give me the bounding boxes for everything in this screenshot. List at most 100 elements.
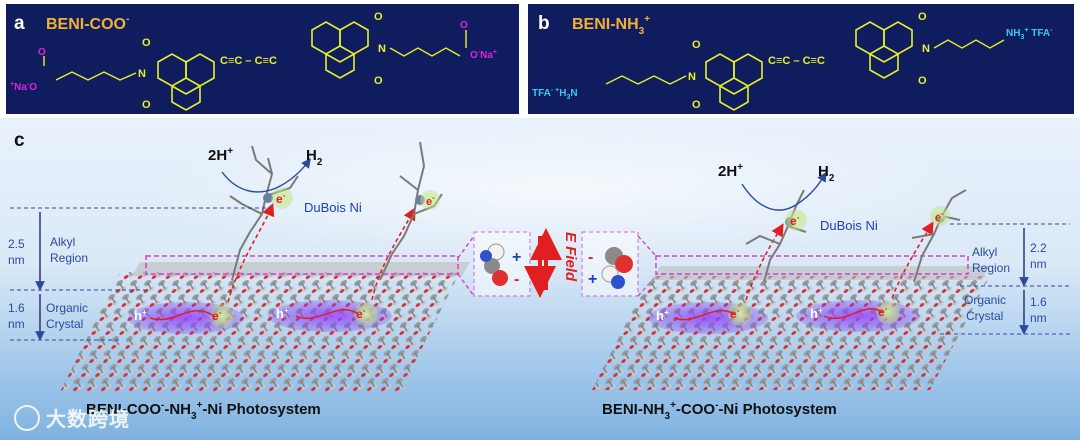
right-catalyst-electron-glow-2 <box>930 206 950 226</box>
left-electron-transfer-1 <box>227 203 275 303</box>
right-catalyst-electron-glow-1 <box>785 209 807 231</box>
right-alkyl-height: 2.2 <box>1030 241 1047 255</box>
left-catalyst-1 <box>229 145 299 281</box>
left-catalyst-electron-2: e- <box>426 193 435 208</box>
panel-b-right-oxygen-top: O <box>918 11 927 23</box>
panel-a-left-naphthalimide <box>157 53 215 111</box>
left-alkyl-label-1: Alkyl <box>50 235 75 249</box>
left-ni-center-1 <box>263 193 273 203</box>
watermark-text: 大数跨境 <box>46 407 130 431</box>
panel-a-right-carbonyl-oxygen: O <box>460 20 468 31</box>
left-alkyl-unit: nm <box>8 253 25 267</box>
right-photosystem: h+ h+ e- e- e- e- 2H+ H2 DuBois Ni 2.2 <box>592 162 1070 422</box>
right-catalyst-electron-2: e- <box>935 209 944 224</box>
panel-b-left-oxygen-bottom: O <box>692 99 701 111</box>
right-zoom-plus: + <box>588 271 597 288</box>
right-hole-1: h+ <box>656 308 669 323</box>
panel-a-left-carbonyl-oxygen: O <box>38 47 46 58</box>
right-electron-1: e- <box>730 306 740 321</box>
panel-a-diyne: C≡C – C≡C <box>220 55 277 67</box>
right-electron-transfer-2 <box>891 221 934 299</box>
watermark-logo-icon <box>14 404 40 431</box>
right-caption: BENI-NH3+-COO--Ni Photosystem <box>602 400 837 422</box>
left-catalyst-electron: e- <box>276 191 286 206</box>
panel-b-title: BENI-NH3+ <box>572 14 650 37</box>
left-zoom-atom-n <box>480 250 492 262</box>
left-hole-2: h+ <box>276 306 289 321</box>
right-alkyl-unit: nm <box>1030 257 1047 271</box>
panel-b-right-ammonium: NH3+ TFA- <box>1006 27 1053 41</box>
left-crystal-label-1: Organic <box>46 301 88 315</box>
left-crystal-lattice <box>60 272 460 392</box>
panel-a-right-naphthalimide <box>311 21 369 79</box>
left-product: H2 <box>306 147 323 168</box>
panel-a-right-alkyl-chain <box>389 47 461 57</box>
panel-a-right-nitrogen: N <box>378 43 386 55</box>
watermark: 大数跨境 <box>14 403 130 432</box>
right-electron-2: e- <box>878 304 888 319</box>
left-electron-glow-2 <box>354 302 378 326</box>
right-alkyl-region-box <box>655 255 969 275</box>
right-electron-glow-2 <box>876 300 900 324</box>
right-hole-2: h+ <box>810 306 823 321</box>
panel-b: b BENI-NH3+ O O N TFA- +H3N C≡C – C≡C O … <box>528 4 1074 114</box>
left-crystal-top-edge <box>132 262 470 276</box>
panel-a-right-oxygen-bottom: O <box>374 75 383 87</box>
panel-a-right-oxygen-top: O <box>374 11 383 23</box>
right-zoom-atom-n <box>611 275 625 289</box>
left-photosystem: h+ h+ e- e- e- e- 2H+ H2 DuBois Ni <box>8 141 470 422</box>
left-crystal-unit: nm <box>8 317 25 331</box>
left-zoom-box <box>473 231 531 297</box>
panel-b-right-nitrogen: N <box>922 43 930 55</box>
right-alkyl-label-1: Alkyl <box>972 245 997 259</box>
panel-b-letter: b <box>538 13 550 34</box>
panel-a-letter: a <box>14 13 25 34</box>
left-charge-path-2 <box>295 309 359 320</box>
right-crystal-label-1: Organic <box>964 293 1006 307</box>
left-catalyst-label: DuBois Ni <box>304 200 362 215</box>
right-crystal-height: 1.6 <box>1030 295 1047 309</box>
panel-b-right-oxygen-bottom: O <box>918 75 927 87</box>
right-reaction-arrow <box>741 171 827 211</box>
panel-b-background <box>528 4 1074 114</box>
panel-a-left-nitrogen: N <box>138 68 146 80</box>
left-caption: BENI-COO--NH3+-Ni Photosystem <box>86 400 321 422</box>
right-reactant: 2H+ <box>718 162 743 180</box>
panel-a: a BENI-COO- O O N O +Na-O C≡C – C≡C O O … <box>6 4 519 114</box>
left-hole-1: h+ <box>134 308 147 323</box>
right-catalyst-electron: e- <box>790 213 800 228</box>
right-crystal-unit: nm <box>1030 311 1047 325</box>
panel-b-diyne: C≡C – C≡C <box>768 55 825 67</box>
right-charge-path-2 <box>823 308 883 319</box>
right-charge-path-1 <box>673 309 735 321</box>
right-alkyl-label-2: Region <box>972 261 1010 275</box>
left-alkyl-region-box <box>145 255 459 275</box>
panel-a-title: BENI-COO- <box>46 14 129 33</box>
panel-b-left-naphthalimide <box>705 53 763 111</box>
left-crystal-height: 1.6 <box>8 301 25 315</box>
left-electron-transfer-2 <box>371 207 416 301</box>
panel-b-right-alkyl-chain <box>933 39 1005 49</box>
panel-c-letter: c <box>14 130 25 151</box>
left-reactant: 2H+ <box>208 146 233 164</box>
left-charge-path-1 <box>149 310 215 321</box>
left-zoom-atom-c <box>484 258 500 274</box>
left-zoom-plus: + <box>512 249 521 266</box>
left-electron-1: e- <box>212 308 222 323</box>
left-crystal-label-2: Crystal <box>46 317 83 331</box>
panel-a-left-alkyl-chain <box>55 71 137 81</box>
left-zoom-minus: - <box>514 271 519 288</box>
center-efield: + - E Field - + <box>457 228 657 298</box>
panel-b-right-naphthalimide <box>855 21 913 79</box>
left-reaction-arrow <box>221 158 311 193</box>
right-zoom-minus: - <box>588 249 593 266</box>
right-product: H2 <box>818 163 835 184</box>
right-zoom-atom-o <box>615 255 633 273</box>
panel-b-left-nitrogen: N <box>688 71 696 83</box>
panel-a-left-sodium-carboxylate: +Na-O <box>10 81 37 93</box>
panel-a-left-oxygen-top: O <box>142 37 151 49</box>
left-electron-2: e- <box>356 306 366 321</box>
left-zoom-atom-o <box>492 270 508 286</box>
